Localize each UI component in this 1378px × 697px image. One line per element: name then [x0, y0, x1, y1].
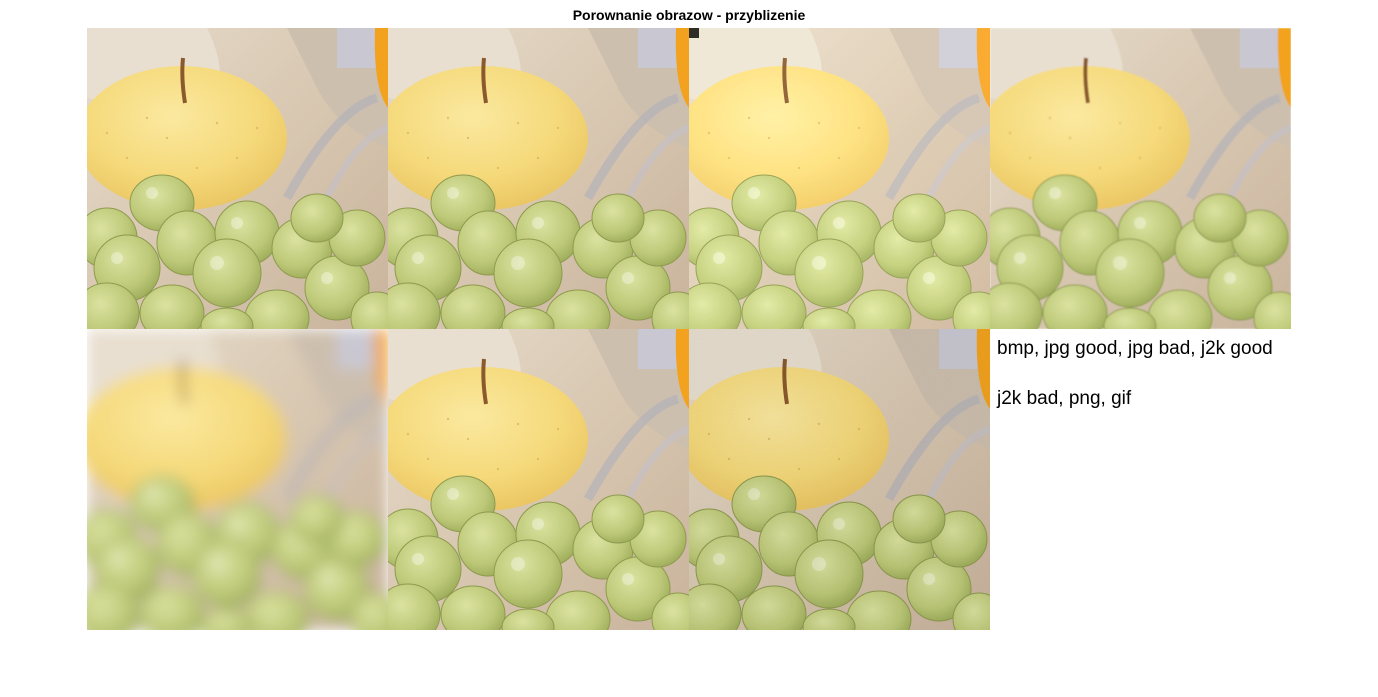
image-tile-gif	[689, 329, 990, 630]
fruit-image-smooth	[990, 28, 1291, 329]
fruit-image-blocky	[689, 28, 990, 329]
image-tile-jpg-good	[388, 28, 689, 329]
image-tile-bmp	[87, 28, 388, 329]
fruit-image	[388, 329, 689, 630]
fruit-image	[87, 28, 388, 329]
fruit-image-blurred	[87, 329, 388, 630]
image-tile-jpg-bad	[689, 28, 990, 329]
image-tile-png	[388, 329, 689, 630]
image-tile-j2k-bad	[87, 329, 388, 630]
figure-title: Porownanie obrazow - przyblizenie	[572, 7, 806, 23]
caption-line-2: j2k bad, png, gif	[997, 388, 1132, 409]
fruit-image-dithered	[689, 329, 990, 630]
image-tile-j2k-good	[990, 28, 1291, 329]
caption-line-1: bmp, jpg good, jpg bad, j2k good	[997, 338, 1273, 359]
fruit-image	[388, 28, 689, 329]
